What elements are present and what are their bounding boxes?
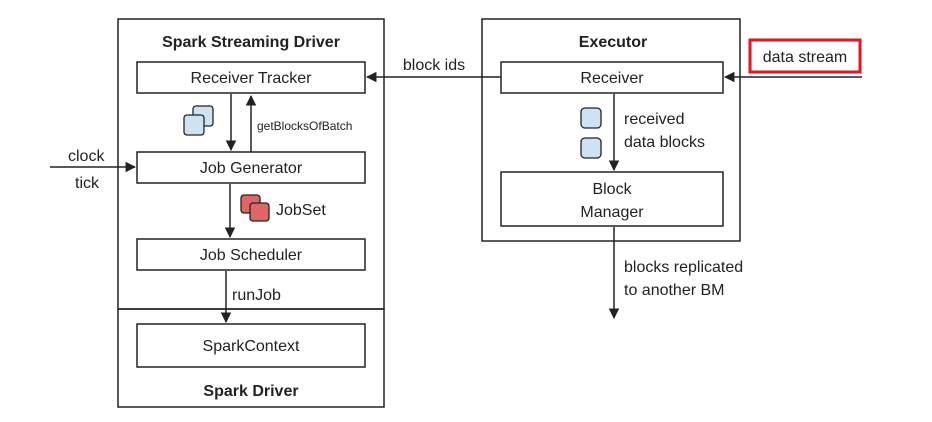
block-ids-label: block ids xyxy=(403,57,465,74)
block-manager-label-line2: Manager xyxy=(580,204,644,221)
executor-box xyxy=(481,18,741,242)
replicated-label-line2: to another BM xyxy=(624,282,725,299)
data-stream-highlight xyxy=(748,38,862,74)
job-scheduler-box xyxy=(136,238,366,271)
data-stream-label: data stream xyxy=(763,49,847,66)
receiver-label: Receiver xyxy=(580,70,644,87)
tick-label: tick xyxy=(75,175,100,192)
receiver-tracker-label: Receiver Tracker xyxy=(191,70,313,87)
received-label-line2: data blocks xyxy=(624,134,705,151)
spark-context-box xyxy=(136,323,366,368)
get-blocks-of-batch-label: getBlocksOfBatch xyxy=(257,119,352,133)
block-manager-label-line1: Block xyxy=(592,181,632,198)
job-scheduler-label: Job Scheduler xyxy=(200,247,303,264)
spark-driver-title: Spark Driver xyxy=(203,383,298,400)
block-manager-box xyxy=(500,171,724,227)
jobset-label: JobSet xyxy=(276,202,326,219)
received-blocks-icon xyxy=(580,107,602,159)
data-blocks-icon xyxy=(183,105,214,136)
spark-driver-box xyxy=(117,308,385,408)
replicated-label-line1: blocks replicated xyxy=(624,259,743,276)
receiver-box xyxy=(500,61,724,94)
runjob-label: runJob xyxy=(232,287,281,304)
received-label-line1: received xyxy=(624,111,684,128)
job-generator-box xyxy=(136,151,366,184)
streaming-driver-title: Spark Streaming Driver xyxy=(162,34,340,51)
clock-label: clock xyxy=(68,148,105,165)
executor-title: Executor xyxy=(579,34,647,51)
jobset-icon xyxy=(240,194,270,222)
receiver-tracker-box xyxy=(136,61,366,94)
spark-context-label: SparkContext xyxy=(203,338,300,355)
job-generator-label: Job Generator xyxy=(200,160,303,177)
